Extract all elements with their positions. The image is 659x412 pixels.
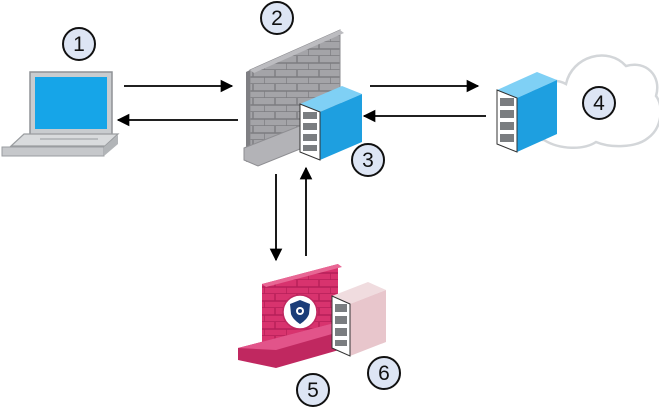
svg-text:4: 4 <box>593 92 605 115</box>
badge-6: 6 <box>367 356 401 390</box>
pink-firewall-shield-icon <box>238 264 346 368</box>
server-icon <box>496 72 557 153</box>
svg-text:2: 2 <box>271 7 283 30</box>
svg-text:3: 3 <box>362 149 374 172</box>
svg-text:5: 5 <box>307 379 319 402</box>
badge-5: 5 <box>296 373 330 407</box>
badge-4: 4 <box>582 86 616 120</box>
badge-3: 3 <box>351 143 385 177</box>
laptop-icon <box>1 71 120 157</box>
svg-text:6: 6 <box>378 362 390 385</box>
server-icon <box>331 282 386 357</box>
svg-text:1: 1 <box>73 33 85 56</box>
server-icon <box>299 86 362 161</box>
connector-arrows <box>116 79 486 262</box>
badge-1: 1 <box>62 27 96 61</box>
badge-2: 2 <box>260 1 294 35</box>
